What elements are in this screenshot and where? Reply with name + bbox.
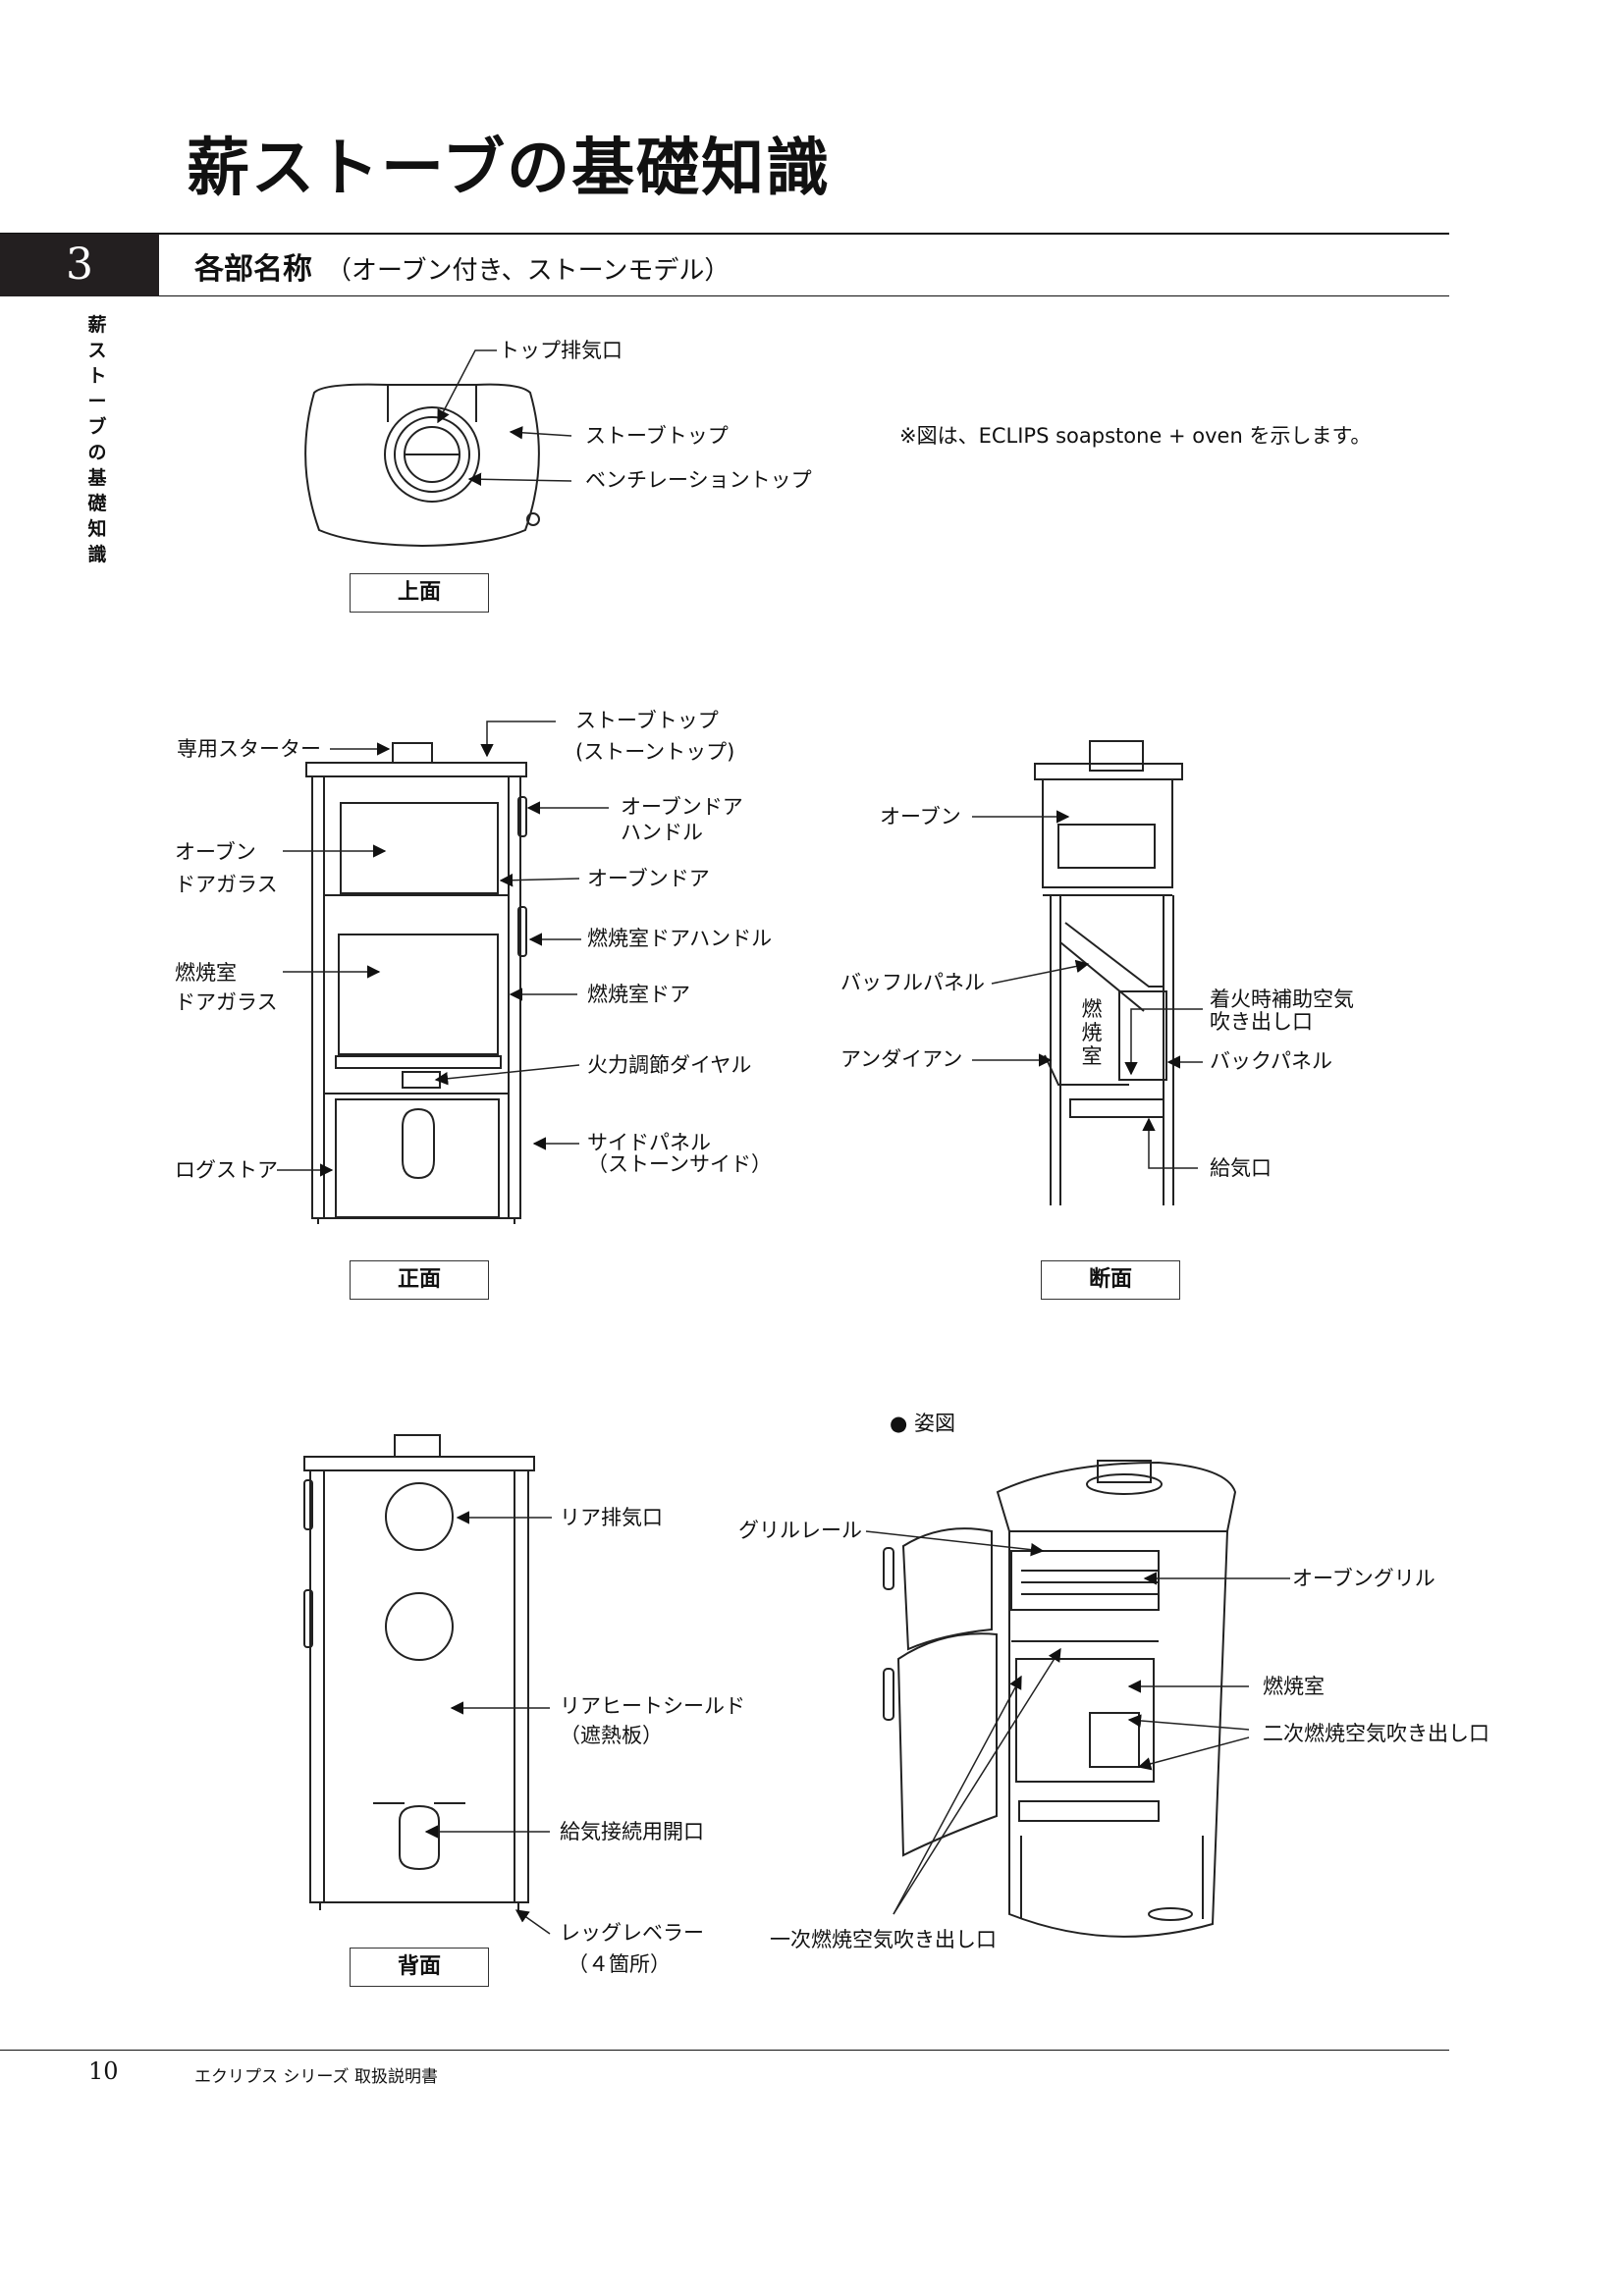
label-firebox-door: 燃焼室ドア: [587, 983, 690, 1006]
back-view-drawing: [303, 1434, 535, 1910]
caption-top-view: 上面: [350, 573, 489, 613]
label-back-panel: バックパネル: [1210, 1049, 1332, 1073]
label-oven-grill: オーブングリル: [1292, 1567, 1435, 1590]
label-air-inlet: 給気口: [1210, 1156, 1272, 1180]
top-view-drawing: [304, 383, 540, 548]
label-leg-leveler-1: レッグレベラー: [560, 1921, 704, 1945]
label-firebox-vertical: 燃焼室: [1081, 997, 1103, 1068]
label-ventilation-top: ベンチレーショントップ: [585, 468, 812, 492]
figure-note: ※図は、ECLIPS soapstone + oven を示します。: [899, 424, 1372, 448]
side-tab: 薪ストーブの基礎知識: [87, 314, 107, 565]
label-starter: 専用スターター: [177, 737, 321, 761]
label-heat-shield-2: （遮熱板）: [560, 1724, 663, 1747]
page-title: 薪ストーブの基礎知識: [187, 132, 832, 205]
section-rule: [159, 295, 1449, 296]
label-stove-top-front: ストーブトップ: [575, 709, 719, 732]
label-oven-door: オーブンドア: [587, 867, 710, 890]
label-stove-top: ストーブトップ: [585, 424, 729, 448]
label-firebox-persp: 燃焼室: [1263, 1675, 1325, 1698]
label-side-panel-1: サイドパネル: [587, 1131, 711, 1154]
label-heat-shield-1: リアヒートシールド: [560, 1694, 745, 1718]
footer-title: エクリプス シリーズ 取扱説明書: [194, 2067, 438, 2087]
section-title: 各部名称: [194, 252, 312, 287]
label-rear-exhaust: リア排気口: [560, 1506, 663, 1529]
footer-rule: [0, 2050, 1449, 2051]
label-stone-top: (ストーントップ): [575, 740, 735, 764]
label-baffle-panel: バッフルパネル: [840, 971, 985, 994]
label-oven: オーブン: [880, 805, 961, 828]
perspective-drawing: [883, 1460, 1237, 1938]
label-firebox-glass-1: 燃焼室: [175, 961, 237, 985]
label-ignition-air-2: 吹き出し口: [1210, 1010, 1313, 1034]
header-rule: [0, 233, 1449, 235]
label-heat-dial: 火力調節ダイヤル: [587, 1053, 752, 1077]
label-oven-door-glass-1: オーブン: [175, 840, 256, 864]
page-number: 10: [88, 2057, 119, 2085]
chapter-number: 3: [0, 234, 159, 296]
label-ignition-air-1: 着火時補助空気: [1210, 988, 1354, 1011]
label-air-connection: 給気接続用開口: [560, 1820, 704, 1843]
label-leg-leveler-2: （４箇所）: [568, 1952, 671, 1976]
section-view-drawing: [1034, 740, 1183, 1205]
label-secondary-air: 二次燃焼空気吹き出し口: [1263, 1722, 1489, 1745]
section-heading: 各部名称 （オーブン付き、ストーンモデル）: [194, 244, 730, 288]
label-oven-door-handle-2: ハンドル: [621, 821, 703, 844]
label-primary-air: 一次燃焼空気吹き出し口: [770, 1928, 997, 1951]
front-view-drawing: [305, 742, 527, 1224]
label-top-exhaust: トップ排気口: [499, 339, 623, 362]
caption-section-view: 断面: [1041, 1260, 1180, 1300]
label-firebox-glass-2: ドアガラス: [175, 990, 278, 1014]
label-firebox-door-handle: 燃焼室ドアハンドル: [587, 927, 773, 950]
label-log-store: ログストア: [175, 1158, 278, 1182]
caption-perspective: ● 姿図: [890, 1412, 955, 1435]
section-subtitle: （オーブン付き、ストーンモデル）: [326, 256, 731, 286]
label-andiron: アンダイアン: [840, 1047, 963, 1071]
label-oven-door-handle-1: オーブンドア: [621, 795, 743, 819]
caption-front-view: 正面: [350, 1260, 489, 1300]
label-grill-rail: グリルレール: [738, 1519, 862, 1542]
caption-back-view: 背面: [350, 1948, 489, 1987]
label-side-panel-2: （ストーンサイド）: [587, 1152, 772, 1176]
label-oven-door-glass-2: ドアガラス: [175, 873, 278, 896]
